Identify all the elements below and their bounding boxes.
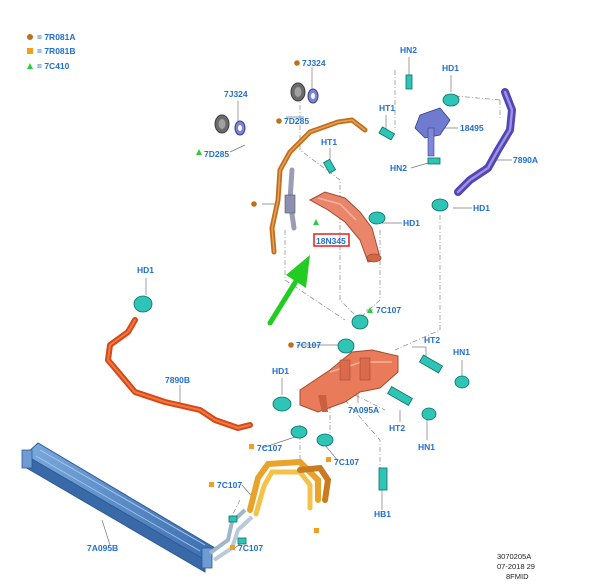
reference-block: 3070205A 07-2018 29 8FMID [497,552,535,581]
fitting-icon [322,158,337,174]
nut-icon [421,407,437,421]
nut-icon [454,375,470,389]
marker-triangle-icon [367,307,373,313]
marker-circle-icon [251,201,257,207]
label-hd1-low: HD1 [272,366,289,376]
label-7890b: 7890B [165,375,190,385]
marker-circle-icon [294,60,300,66]
reference-date: 07-2018 29 [497,562,535,571]
fitting-icon [387,385,413,407]
label-hb1: HB1 [374,509,391,519]
label-7j324-b: 7J324 [224,89,248,99]
part-labels: HN2 HD1 7J324 7J324 7D285 7D285 HT1 HT1 … [87,45,538,553]
fitting-icon [378,126,396,141]
bolt-icon [427,157,441,165]
label-hn2-mid: HN2 [390,163,407,173]
fitting-icon [418,354,444,374]
marker-square-icon [209,482,214,487]
label-ht1-b: HT1 [321,137,337,147]
green-arrow-icon [267,255,310,326]
label-hn1-b: HN1 [418,442,435,452]
label-hd1-mid: HD1 [403,218,420,228]
label-7c107-d: 7C107 [334,457,359,467]
clamp-icon [290,425,308,439]
label-7c107-c: 7C107 [257,443,282,453]
reference-code: 8FMID [506,572,529,581]
label-7c107-b: 7C107 [296,340,321,350]
valve-body-7a095a [299,349,399,413]
transmission-oil-cooler [21,442,216,573]
legend-label-7r081a: = 7R081A [37,32,76,42]
bracket-18495 [414,107,451,157]
label-hn2-top: HN2 [400,45,417,55]
clamp-icon [442,93,460,107]
clamp-icon [337,338,355,354]
label-hd1-right: HD1 [473,203,490,213]
label-ht2-b: HT2 [389,423,405,433]
label-ht2-a: HT2 [424,335,440,345]
label-7a095b: 7A095B [87,543,118,553]
marker-square-icon [326,457,331,462]
legend-label-7c410: = 7C410 [37,61,70,71]
label-7d285-a: 7D285 [284,116,309,126]
label-7890a: 7890A [513,155,538,165]
label-7j324-a: 7J324 [302,58,326,68]
marker-square-icon [249,444,254,449]
highlight-box [313,233,350,247]
legend-circle-icon [27,34,33,40]
label-7a095a: 7A095A [348,405,379,415]
label-7d285-b: 7D285 [204,149,229,159]
lower-copper-tubes [247,458,332,517]
label-7c107-f: 7C107 [238,543,263,553]
label-hd1-left: HD1 [137,265,154,275]
label-18n345: 18N345 [316,236,346,246]
label-hd1-top: HD1 [442,63,459,73]
hose-clamps [133,74,470,491]
label-7c107-e: 7C107 [217,480,242,490]
reference-number: 3070205A [497,552,531,561]
legend-label-7r081b: = 7R081B [37,46,76,56]
clamp-icon [272,396,292,412]
leader-lines [101,57,512,549]
bolt-icon [378,467,388,491]
label-hn1-a: HN1 [453,347,470,357]
legend-square-icon [27,48,33,54]
label-18495: 18495 [460,123,484,133]
legend: = 7R081A = 7R081B = 7C410 [27,32,76,71]
clamp-icon [431,198,449,212]
marker-triangle-icon [313,219,319,225]
clamp-icon [351,314,369,330]
marker-square-icon [314,528,319,533]
callout-markers [196,60,373,550]
clamp-icon [316,433,334,447]
marker-circle-icon [276,118,282,124]
legend-triangle-icon [27,63,33,69]
thermostat-18n345 [308,191,382,263]
main-copper-pipe [269,117,368,255]
label-ht1-a: HT1 [379,103,395,113]
cooler-tubes [208,508,254,562]
marker-circle-icon [288,342,294,348]
marker-triangle-icon [196,149,202,155]
clamp-icon [133,295,153,313]
hose-7890b [105,317,253,431]
o-rings [214,82,319,136]
clamp-icon [368,211,386,225]
marker-square-icon [230,545,235,550]
bolt-icon [405,74,413,90]
label-7c107-a: 7C107 [376,305,401,315]
hose-7890a [454,88,516,196]
